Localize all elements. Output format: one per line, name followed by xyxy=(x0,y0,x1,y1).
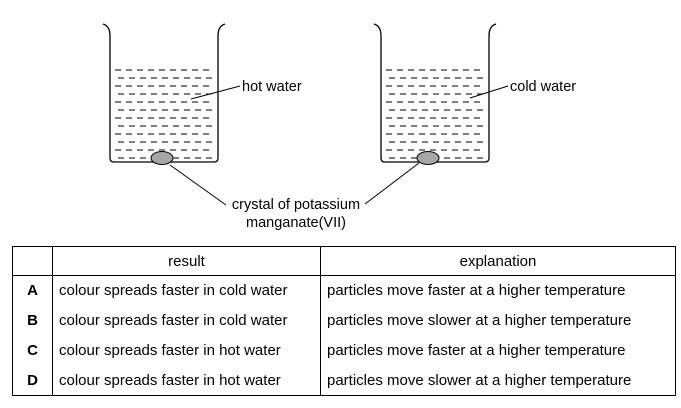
beaker-hot xyxy=(102,23,226,165)
beaker-hot-outline xyxy=(102,23,226,163)
option-result: colour spreads faster in cold water xyxy=(52,305,321,336)
label-cold-water: cold water xyxy=(510,79,576,95)
option-explanation: particles move slower at a higher temper… xyxy=(320,365,676,396)
table-header-row: result explanation xyxy=(12,246,676,276)
beakers-diagram: hot water cold water crystal of potassiu… xyxy=(102,23,576,231)
label-crystal-line1: crystal of potassium xyxy=(232,197,360,213)
label-hot-water: hot water xyxy=(242,79,302,95)
crystal-leader-right xyxy=(364,162,420,205)
option-letter: C xyxy=(12,335,53,366)
option-explanation: particles move faster at a higher temper… xyxy=(320,335,676,366)
options-table: result explanation A colour spreads fast… xyxy=(12,246,676,396)
header-result: result xyxy=(52,246,321,276)
table-row: A colour spreads faster in cold water pa… xyxy=(12,275,676,306)
option-explanation: particles move faster at a higher temper… xyxy=(320,275,676,306)
option-explanation: particles move slower at a higher temper… xyxy=(320,305,676,336)
option-result: colour spreads faster in hot water xyxy=(52,335,321,366)
option-letter: D xyxy=(12,365,53,396)
table-row: B colour spreads faster in cold water pa… xyxy=(12,305,676,336)
table-row: C colour spreads faster in hot water par… xyxy=(12,335,676,366)
option-result: colour spreads faster in hot water xyxy=(52,365,321,396)
header-explanation: explanation xyxy=(320,246,676,276)
crystal-cold xyxy=(416,151,440,165)
option-letter: A xyxy=(12,275,53,306)
beaker-cold xyxy=(373,23,497,165)
cold-water-leader xyxy=(469,85,509,99)
water-cold xyxy=(386,69,485,159)
header-letter xyxy=(12,246,53,276)
label-crystal-line2: manganate(VII) xyxy=(246,215,346,231)
hot-water-leader xyxy=(190,85,241,100)
table-row: D colour spreads faster in hot water par… xyxy=(12,365,676,396)
option-letter: B xyxy=(12,305,53,336)
crystal-leader-left xyxy=(169,164,227,206)
option-result: colour spreads faster in cold water xyxy=(52,275,321,306)
water-hot xyxy=(115,69,214,159)
beaker-cold-outline xyxy=(373,23,497,163)
crystal-hot xyxy=(150,151,174,165)
